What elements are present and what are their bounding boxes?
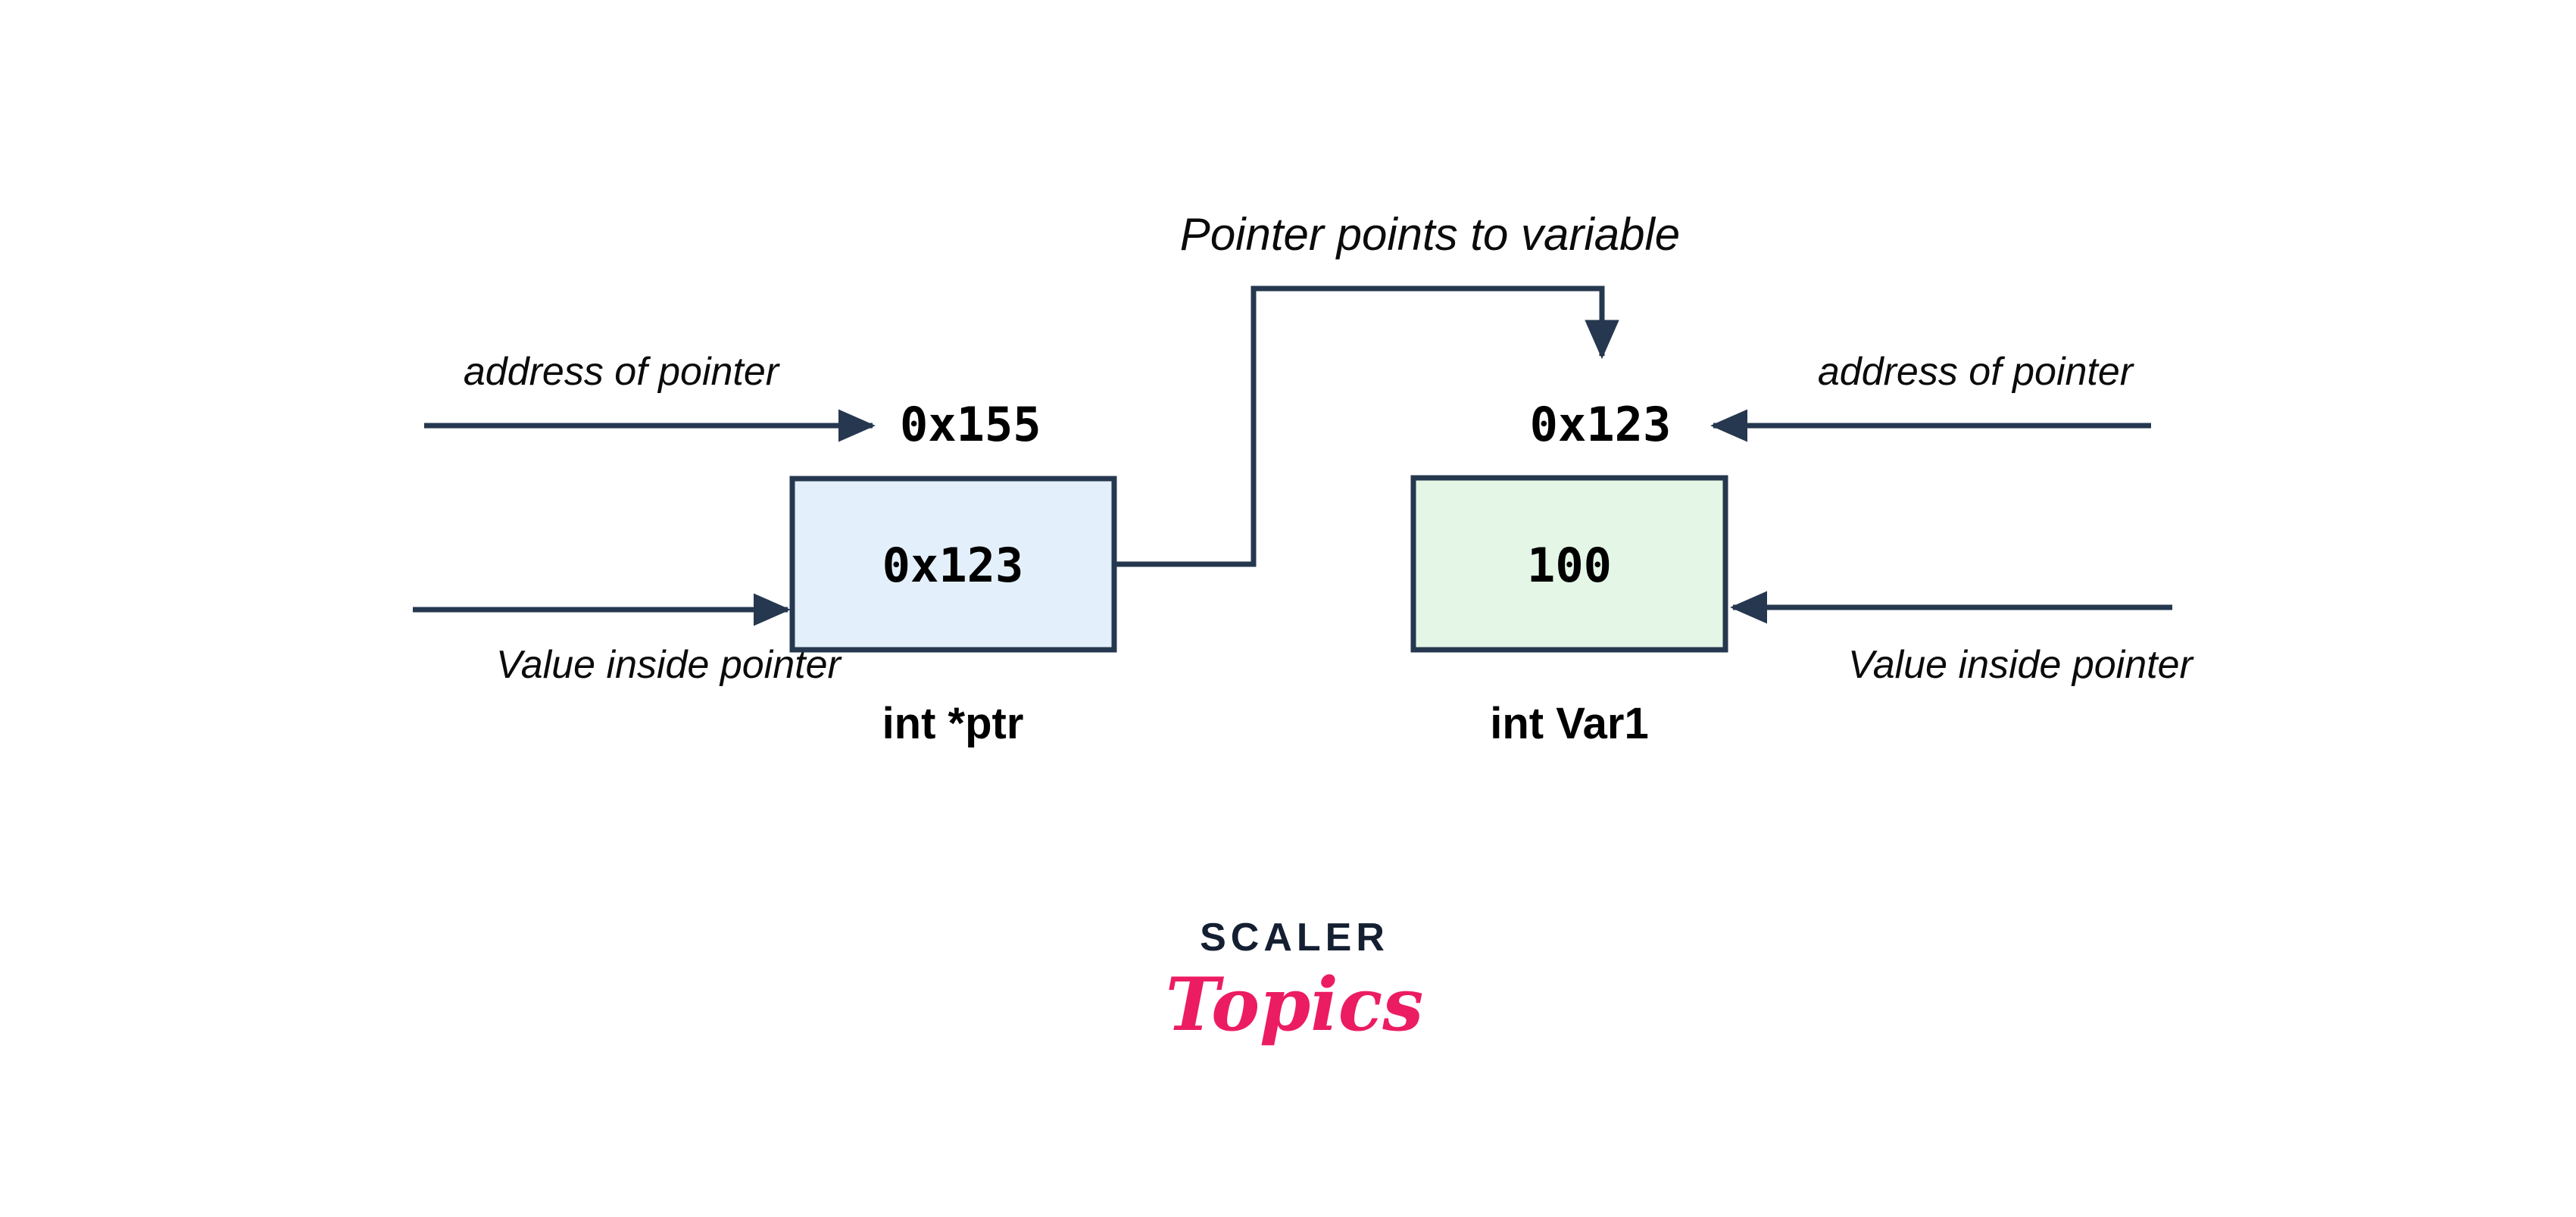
variable-address-label: address of pointer (1818, 350, 2135, 394)
pointer-to-variable-connector (1114, 286, 1619, 567)
variable-caption: int Var1 (1490, 699, 1649, 748)
pointer-box (789, 476, 1117, 653)
pointer-caption: int *ptr (882, 699, 1024, 748)
pointer-address-value: 0x155 (900, 397, 1041, 452)
variable-address-value: 0x123 (1530, 397, 1672, 452)
pointer-box-value: 0x123 (882, 538, 1024, 593)
logo-topics-word: Topics (1166, 962, 1424, 1047)
diagram-title: Pointer points to variable (1180, 209, 1680, 260)
pointer-address-label: address of pointer (464, 350, 781, 394)
variable-box (1410, 475, 1728, 653)
variable-value-label: Value inside pointer (1848, 643, 2195, 687)
logo-scaler-word: SCALER (1200, 916, 1389, 960)
variable-box-value: 100 (1527, 538, 1612, 593)
pointer-value-label: Value inside pointer (496, 643, 843, 687)
